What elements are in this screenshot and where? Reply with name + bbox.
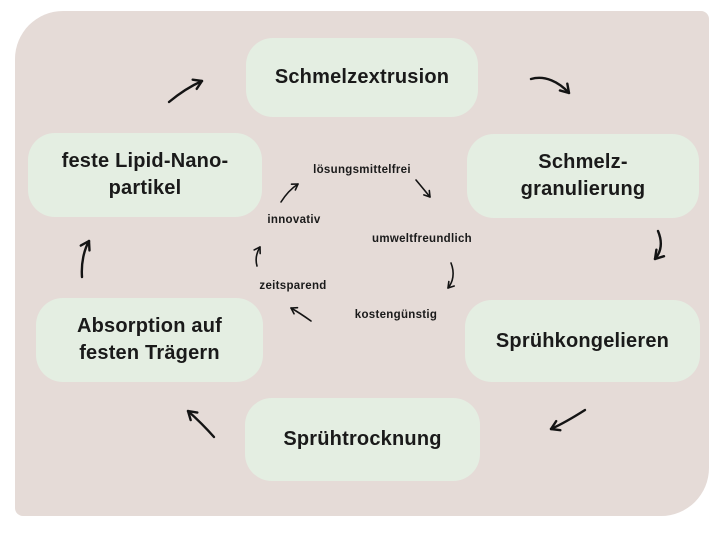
node-label: Schmelzextrusion (274, 66, 450, 88)
node-label-line2: granulierung (520, 178, 646, 200)
inner-label-innovativ: innovativ (267, 214, 321, 226)
node-label-line1: feste Lipid-Nano- (61, 150, 229, 172)
inner-label-zeitsparend: zeitsparend (259, 280, 327, 292)
node-feste-lipid-nanopartikel: feste Lipid-Nano- partikel (28, 133, 262, 217)
node-absorption-auf-festen-traegern: Absorption auf festen Trägern (36, 298, 263, 382)
inner-label-umweltfreundlich: umweltfreundlich (371, 233, 473, 245)
node-schmelzextrusion: Schmelzextrusion (246, 38, 478, 117)
node-label-line2: festen Trägern (79, 342, 220, 364)
node-label-line2: partikel (108, 177, 182, 199)
node-label-line1: Absorption auf (76, 315, 222, 337)
node-spruehkongelieren: Sprühkongelieren (465, 300, 700, 382)
node-label: Sprühtrocknung (283, 428, 442, 450)
node-label-line1: Schmelz- (538, 151, 628, 173)
node-label: Sprühkongelieren (495, 329, 670, 352)
node-spruehtrocknung: Sprühtrocknung (245, 398, 480, 481)
inner-label-kostenguenstig: kostengünstig (354, 309, 438, 321)
inner-label-loesungsmittelfrei: lösungsmittelfrei (313, 164, 411, 176)
node-schmelzgranulierung: Schmelz- granulierung (467, 134, 699, 218)
